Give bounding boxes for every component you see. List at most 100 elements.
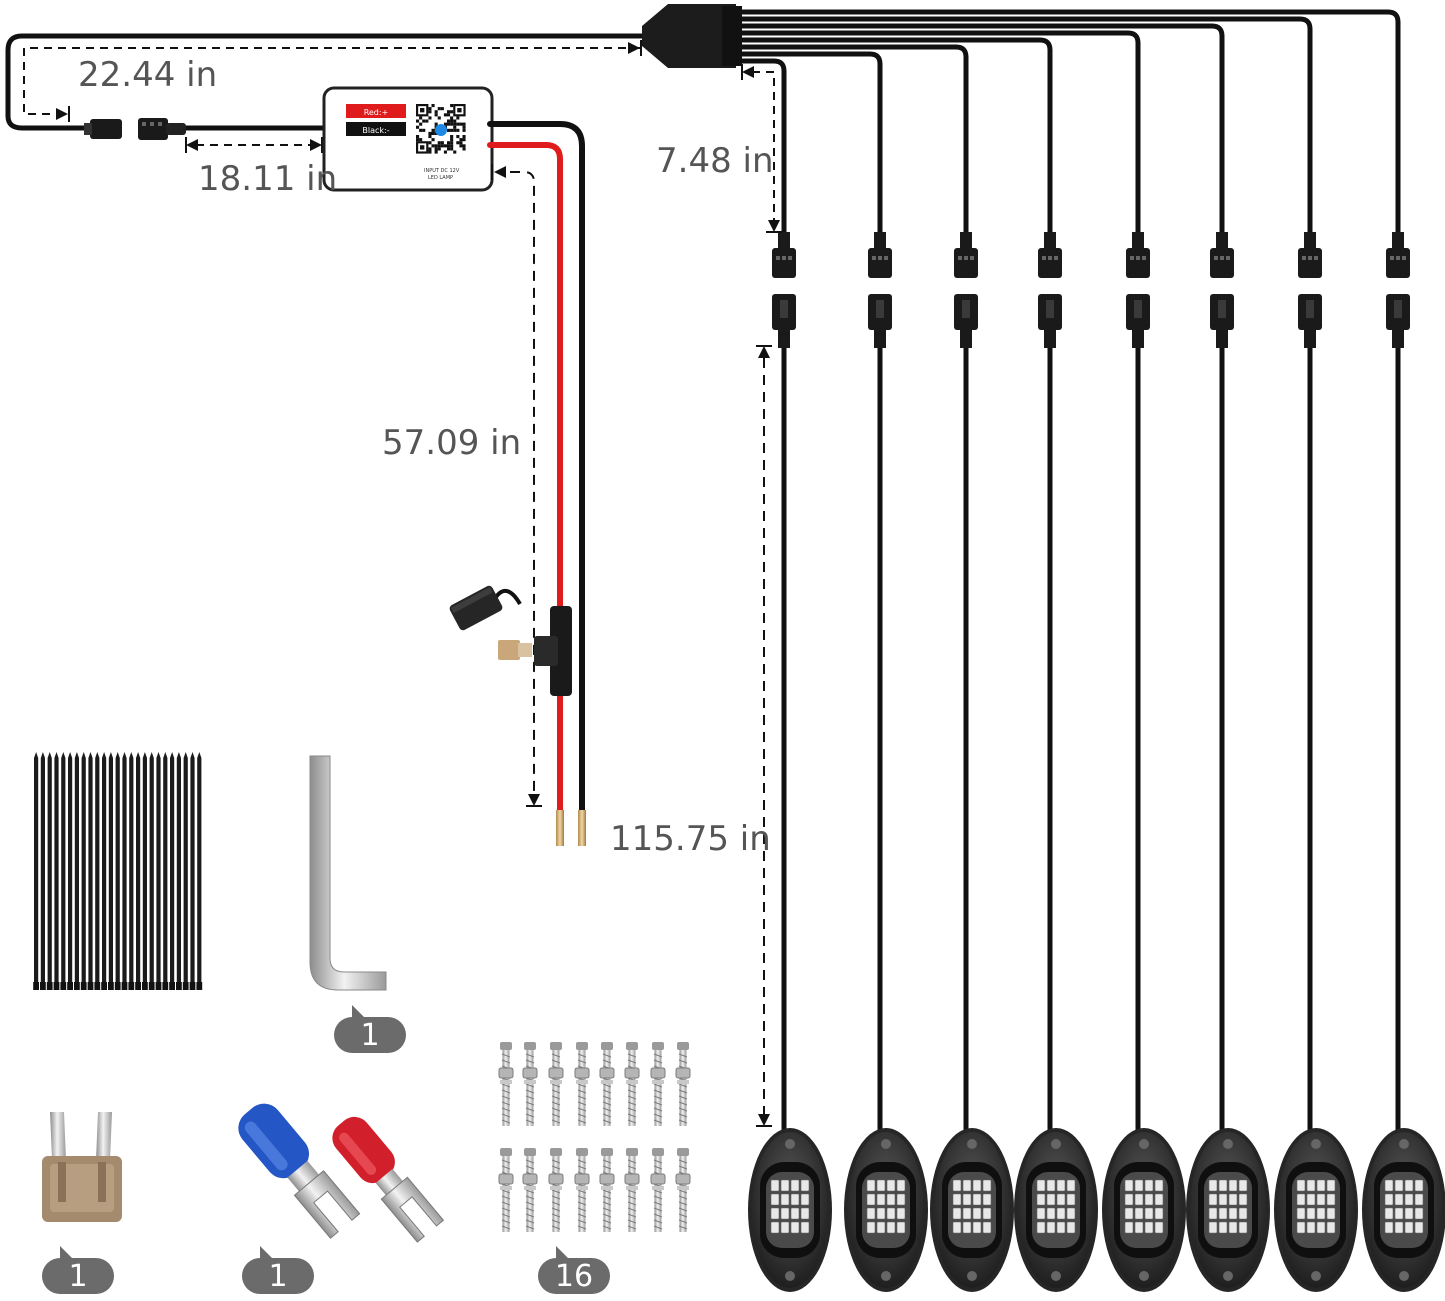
led-chip xyxy=(1066,1193,1076,1206)
arrow-head xyxy=(56,108,68,120)
inline-fuse-holder xyxy=(449,585,572,696)
led-chip xyxy=(800,1207,810,1220)
connector-pair xyxy=(1386,232,1410,348)
screw xyxy=(522,1148,538,1232)
screw xyxy=(599,1042,615,1126)
screw xyxy=(650,1148,666,1232)
led-chip xyxy=(1296,1179,1306,1192)
cable-tie xyxy=(170,758,175,984)
led-chip xyxy=(1296,1221,1306,1234)
led-chip xyxy=(1316,1193,1326,1206)
led-chip xyxy=(1208,1179,1218,1192)
blade-fuse xyxy=(42,1112,122,1222)
screw xyxy=(599,1148,615,1232)
led-chip xyxy=(780,1221,790,1234)
screw-washer xyxy=(524,1080,536,1084)
led-chip xyxy=(1238,1193,1248,1206)
screw-nut xyxy=(522,1067,538,1079)
branch-cable xyxy=(733,16,1313,243)
screw-nut xyxy=(498,1173,514,1185)
arrow-head xyxy=(186,139,198,151)
led-chip xyxy=(1056,1193,1066,1206)
spade-terminal-red xyxy=(332,1116,445,1243)
hex-key xyxy=(309,755,387,991)
led-chip xyxy=(1124,1221,1134,1234)
led-chip xyxy=(770,1193,780,1206)
led-chip xyxy=(1306,1221,1316,1234)
screw-washer xyxy=(524,1186,536,1190)
power-lead-dimension-line xyxy=(491,164,542,807)
wire-end-negative xyxy=(578,810,586,846)
branch-cable xyxy=(733,30,1141,243)
led-chip xyxy=(1296,1193,1306,1206)
led-chip xyxy=(886,1193,896,1206)
arrow-head xyxy=(494,166,506,178)
led-chip xyxy=(1316,1179,1326,1192)
screw-nut xyxy=(498,1067,514,1079)
led-chip xyxy=(1326,1179,1336,1192)
cable-tie xyxy=(102,758,107,984)
led-chip xyxy=(1316,1221,1326,1234)
led-chip xyxy=(1208,1193,1218,1206)
screw-washer xyxy=(550,1186,562,1190)
cable-tie xyxy=(190,758,195,984)
cable-tie xyxy=(142,758,147,984)
light-pod xyxy=(930,1128,1014,1292)
screw xyxy=(574,1042,590,1126)
cable-tie xyxy=(129,758,134,984)
screw-washer xyxy=(677,1080,689,1084)
led-chip xyxy=(800,1221,810,1234)
led-chip xyxy=(876,1193,886,1206)
led-chip xyxy=(1306,1207,1316,1220)
screw-washer xyxy=(500,1186,512,1190)
screw xyxy=(522,1042,538,1126)
cable-tie xyxy=(115,758,120,984)
screw-washer xyxy=(626,1186,638,1190)
led-chip xyxy=(1134,1207,1144,1220)
led-chip xyxy=(1056,1179,1066,1192)
controller-black-label: Black:- xyxy=(362,126,389,135)
cable-tie xyxy=(122,758,127,984)
screw xyxy=(675,1042,691,1126)
arrow-head xyxy=(628,42,640,54)
spade-terminal-blue xyxy=(238,1103,361,1239)
led-chip xyxy=(1414,1179,1424,1192)
screw xyxy=(624,1148,640,1232)
screw-washer xyxy=(550,1080,562,1084)
led-chip xyxy=(1384,1193,1394,1206)
cable-tie xyxy=(197,758,202,984)
cable-tie xyxy=(136,758,141,984)
led-chip xyxy=(790,1207,800,1220)
branch-cable xyxy=(733,23,1225,243)
controller-input-text: INPUT DC 12V xyxy=(424,168,460,174)
cable-tie xyxy=(81,758,86,984)
pod-cable-dimension-line xyxy=(756,345,772,1127)
arrow-head xyxy=(758,1114,770,1126)
connector-pair xyxy=(954,232,978,348)
led-chip xyxy=(1394,1207,1404,1220)
led-chip xyxy=(1134,1221,1144,1234)
led-chip xyxy=(962,1221,972,1234)
screw-nut xyxy=(650,1173,666,1185)
cable-tie xyxy=(108,758,113,984)
led-chip xyxy=(1306,1179,1316,1192)
light-pods xyxy=(748,1128,1445,1292)
hub-splitter xyxy=(642,4,742,68)
main-cable-dimension-line xyxy=(23,47,640,115)
led-chip xyxy=(1036,1179,1046,1192)
led-chip xyxy=(982,1221,992,1234)
led-chip xyxy=(876,1207,886,1220)
led-chip xyxy=(1394,1193,1404,1206)
light-pod xyxy=(844,1128,928,1292)
branch-cable xyxy=(733,9,1401,243)
led-chip xyxy=(972,1207,982,1220)
led-chip xyxy=(1154,1193,1164,1206)
cable-tie xyxy=(68,758,73,984)
led-chip xyxy=(1154,1179,1164,1192)
cable-tie xyxy=(88,758,93,984)
dimension-branch-lead: 7.48 in xyxy=(656,141,774,181)
screw-nut xyxy=(548,1173,564,1185)
connector-pair xyxy=(772,232,796,348)
